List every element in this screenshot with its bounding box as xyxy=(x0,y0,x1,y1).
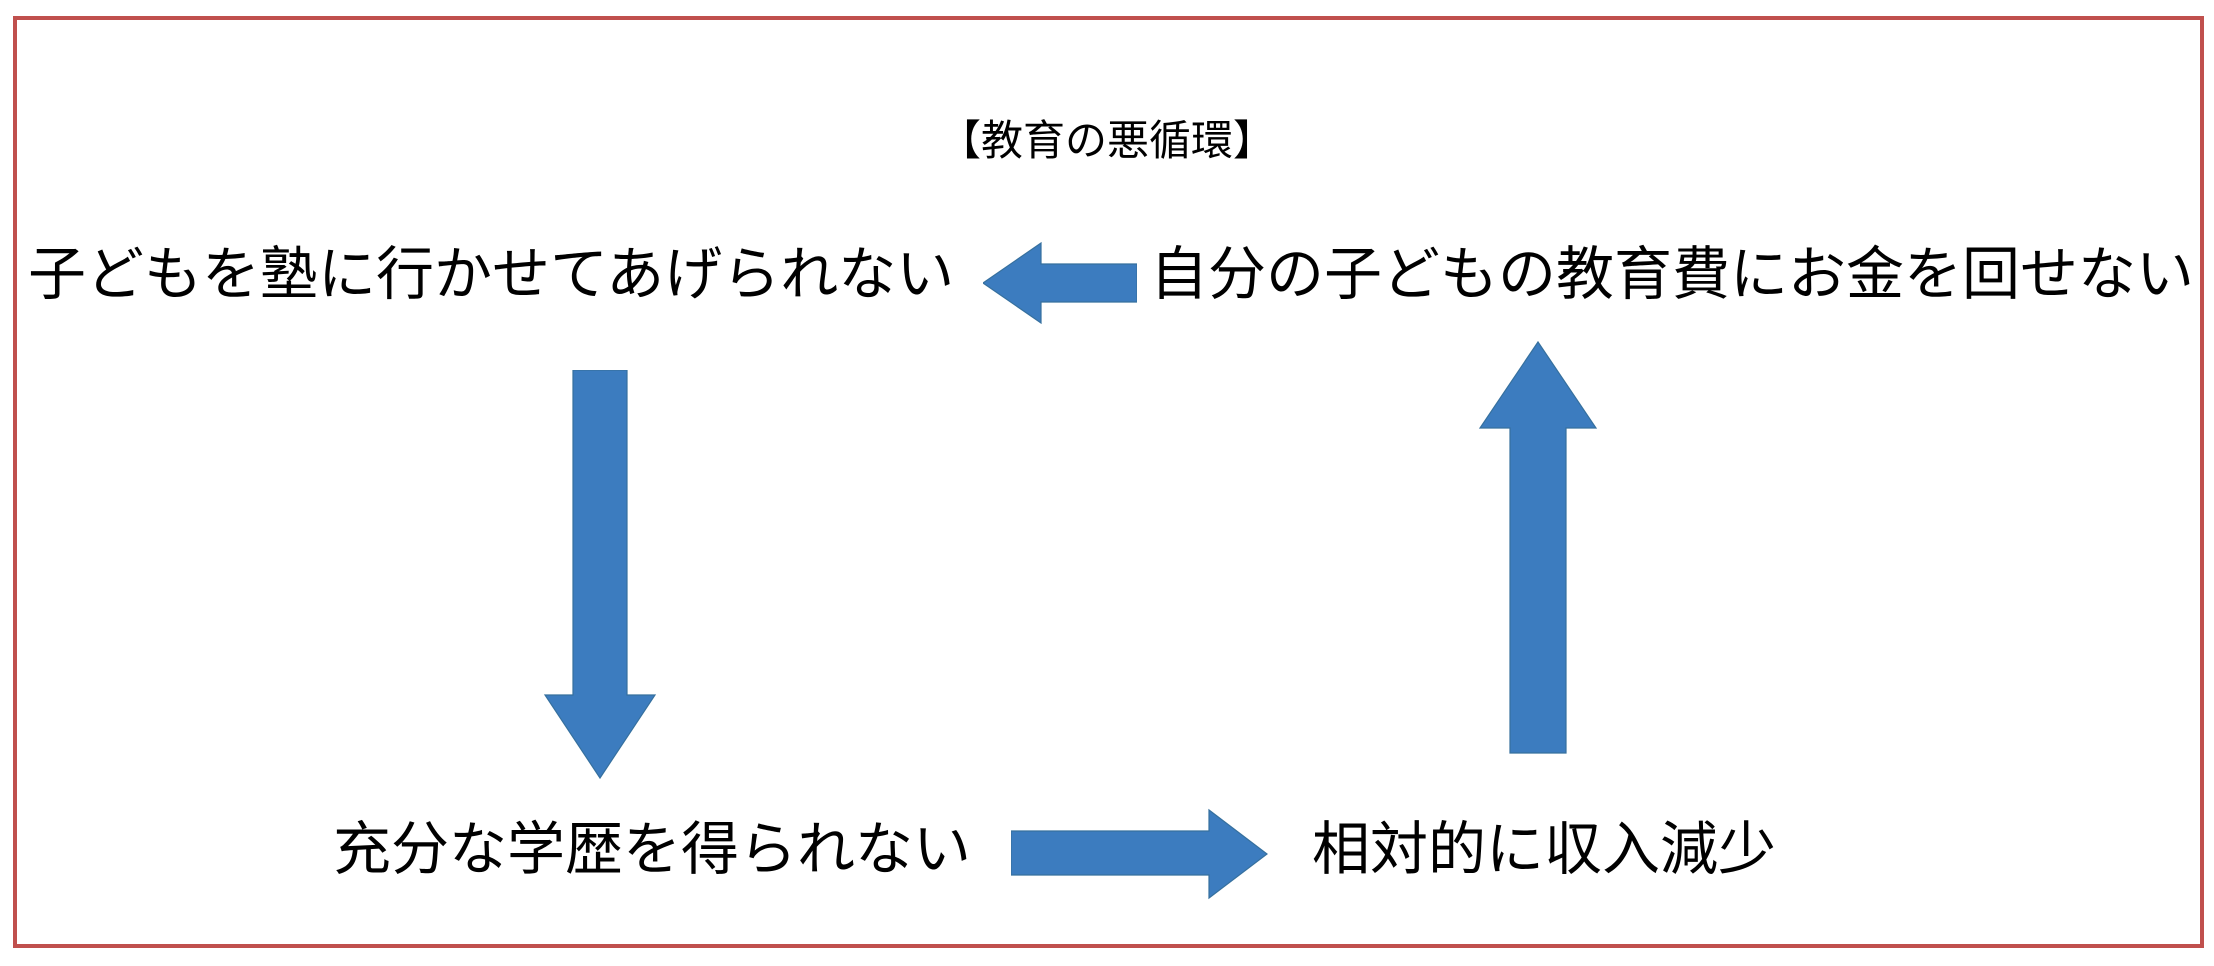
diagram-frame-border xyxy=(13,16,2204,948)
node-relative-income-decrease: 相対的に収入減少 xyxy=(1312,817,1777,882)
node-cannot-afford-education-costs: 自分の子どもの教育費にお金を回せない xyxy=(1150,242,2195,307)
node-cannot-get-sufficient-education: 充分な学歴を得られない xyxy=(333,817,972,882)
arrow-right-icon xyxy=(1011,808,1269,900)
arrow-down-icon xyxy=(543,370,657,780)
diagram-title: 【教育の悪循環】 xyxy=(938,117,1275,164)
node-cannot-send-child-to-cram-school: 子どもを塾に行かせてあげられない xyxy=(28,242,955,307)
arrow-up-icon xyxy=(1478,340,1598,755)
arrow-left-icon xyxy=(983,241,1137,325)
